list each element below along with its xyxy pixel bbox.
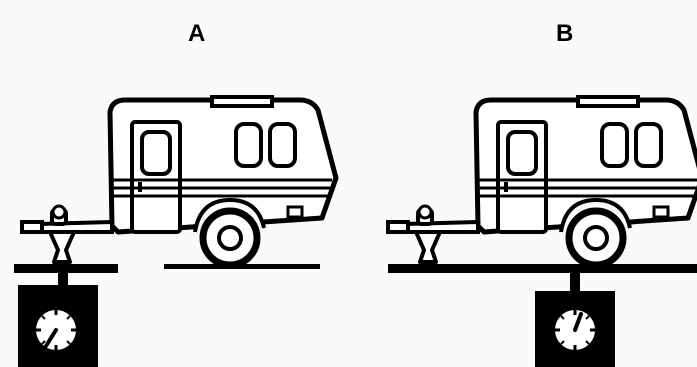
scale-platform [14,264,118,273]
scale-dial-icon [34,308,78,352]
scale-dial-icon [553,308,597,352]
scale-neck [58,273,68,285]
panel-b [388,97,697,367]
trailer-icon [22,97,336,265]
scale-neck [570,273,580,291]
scale-platform [388,264,697,273]
trailer-icon [388,97,697,265]
panel-a [14,97,336,367]
